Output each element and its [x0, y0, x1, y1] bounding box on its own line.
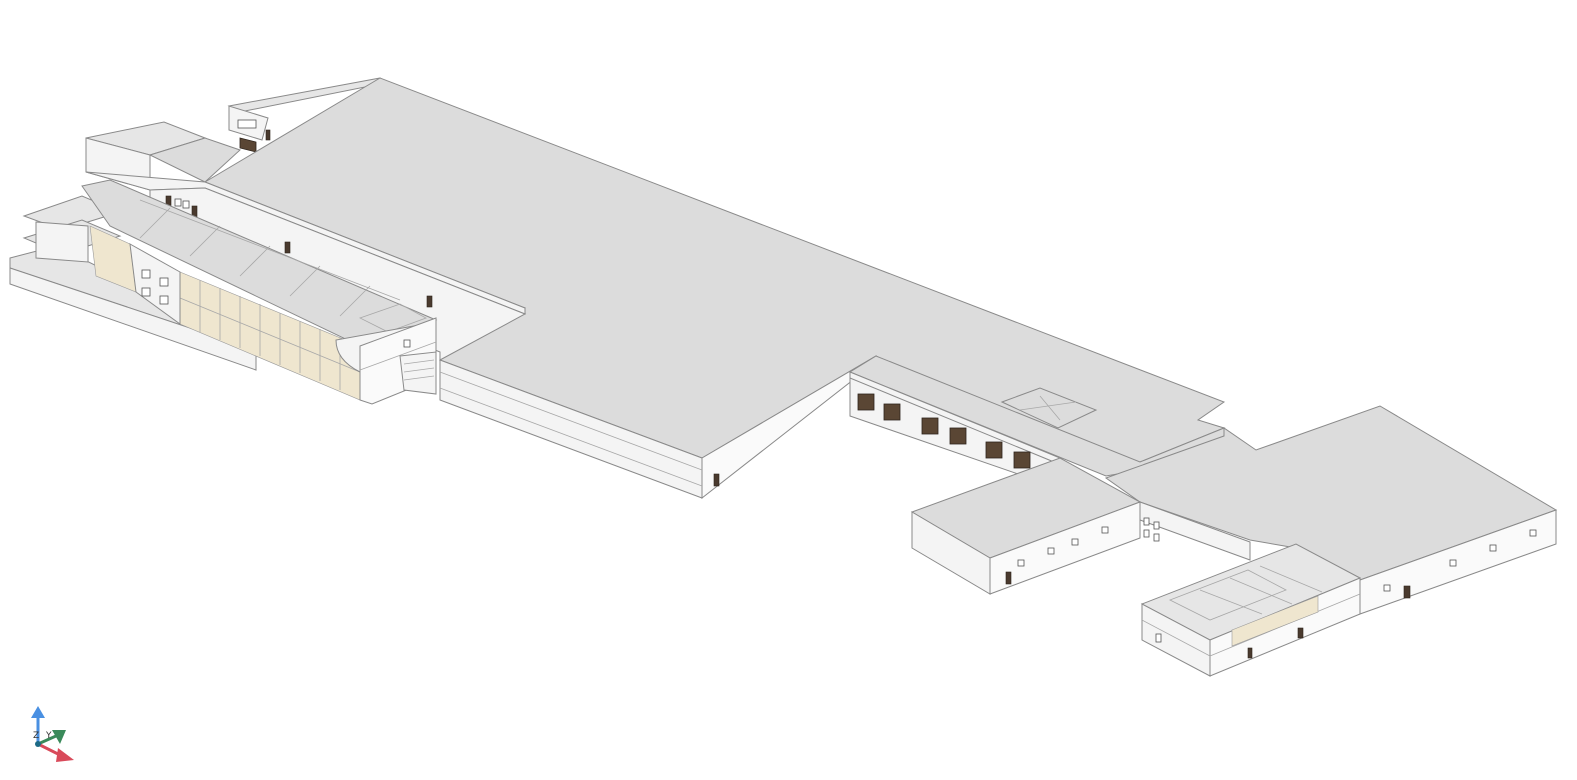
louvered-wing: [848, 355, 1225, 477]
y-axis-icon: Y: [37, 730, 66, 746]
facade-grid: [179, 280, 361, 390]
z-axis-icon: Z: [31, 706, 45, 744]
main-hall: [85, 77, 1226, 500]
louver-row: [857, 393, 1031, 469]
south-east-block: [1104, 405, 1558, 615]
west-office-block: [9, 179, 438, 405]
x-axis-icon: [37, 742, 74, 762]
y-axis-label: Y: [45, 731, 52, 741]
z-axis-label: Z: [33, 731, 39, 741]
entrance-pavilion: [1140, 543, 1362, 677]
south-wing: [910, 457, 1160, 595]
axis-origin-icon: [35, 741, 41, 747]
axis-triad[interactable]: Z Y: [31, 706, 74, 762]
